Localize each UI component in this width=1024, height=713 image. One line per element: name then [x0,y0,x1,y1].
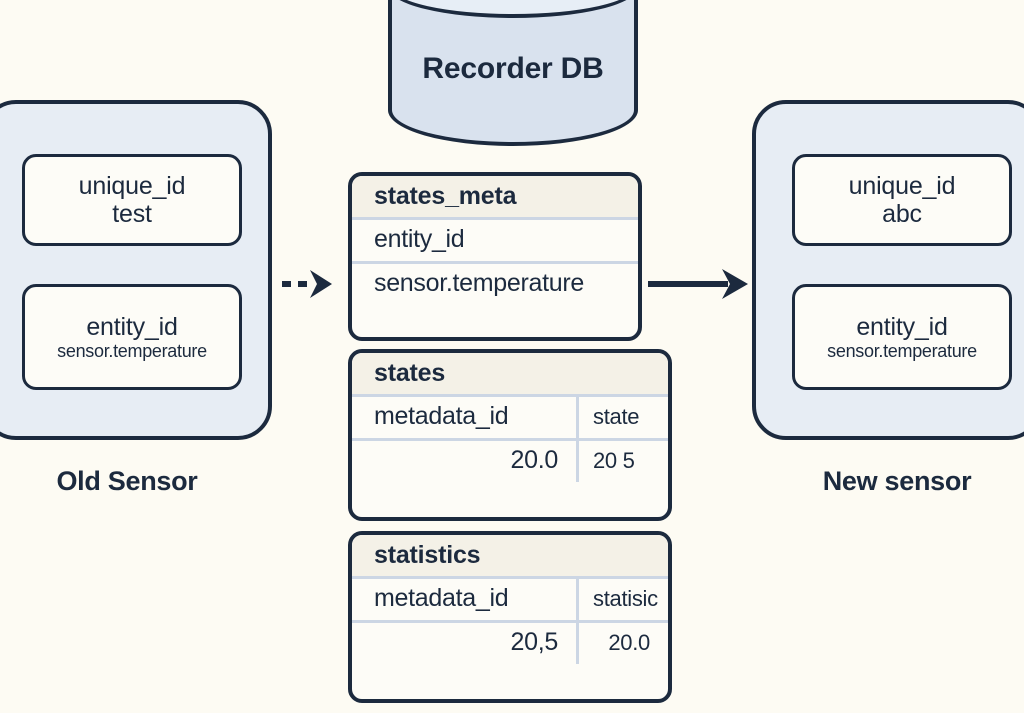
table-cell: 20.0 [608,629,650,655]
field-key: entity_id [856,312,948,341]
field-key: unique_id [848,172,956,200]
new-sensor-unique-id-box: unique_id abc [792,154,1012,246]
table-row: 20.0 20 5 [352,441,668,482]
table-states: states metadata_id state 20.0 20 5 [348,349,672,521]
table-statistics: statistics metadata_id statisic 20,5 20.… [348,531,672,703]
old-sensor-unique-id-box: unique_id test [22,154,242,246]
new-sensor-caption: New sensor [822,466,972,496]
field-value: sensor.temperature [57,340,207,361]
arrow-old-to-db-icon [282,270,332,298]
table-title: states_meta [352,176,638,220]
field-value: sensor.temperature [827,340,977,361]
recorder-db-label: Recorder DB [422,52,604,85]
field-value: abc [882,200,922,228]
table-cell: sensor.temperature [374,269,584,297]
old-sensor-entity-id-box: entity_id sensor.temperature [22,284,242,390]
table-header-row: metadata_id state [352,397,668,441]
table-cell: 20 5 [593,447,635,473]
table-header-row: entity_id [352,220,638,264]
column-header: metadata_id [352,397,579,438]
old-sensor-card: unique_id test entity_id sensor.temperat… [0,100,272,440]
table-title: statistics [352,535,668,579]
column-header: metadata_id [352,579,579,620]
table-states-meta: states_meta entity_id sensor.temperature [348,172,642,341]
table-title: states [352,353,668,397]
table-row: 20,5 20.0 [352,623,668,664]
old-sensor-caption: Old Sensor [56,466,198,496]
table-cell: 20.0 [352,441,579,482]
new-sensor-card: unique_id abc entity_id sensor.temperatu… [752,100,1024,440]
column-header: state [593,403,640,429]
field-key: entity_id [86,312,178,341]
database-cylinder-icon [388,0,638,146]
new-sensor-entity-id-box: entity_id sensor.temperature [792,284,1012,390]
field-value: test [112,200,152,228]
table-header-row: metadata_id statisic [352,579,668,623]
column-header: entity_id [374,225,465,253]
recorder-db-cylinder: Recorder DB [388,0,638,172]
column-header: statisic [593,585,658,611]
arrow-db-to-new-icon [648,269,748,299]
table-row: sensor.temperature [352,264,638,305]
field-key: unique_id [78,172,186,200]
table-cell: 20,5 [352,623,579,664]
